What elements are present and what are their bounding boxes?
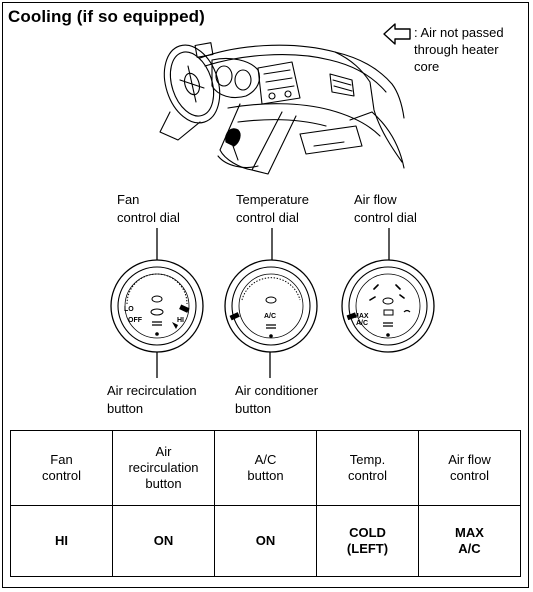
- fan-control-dial[interactable]: LO OFF HI: [110, 259, 204, 353]
- dashboard-illustration: LO OFF HI A/C MAX A/C: [110, 42, 435, 378]
- table-cell: COLD (LEFT): [316, 505, 419, 577]
- cell-line: Air: [155, 444, 172, 459]
- fan-dial-label: Fan control dial: [117, 191, 180, 227]
- table-cell: ON: [112, 505, 215, 577]
- table-header-row: Fan control Air recirculation button A/C…: [10, 430, 521, 506]
- cell-line: A/C: [458, 541, 481, 556]
- label-line: control dial: [117, 210, 180, 225]
- fan-hi-label: HI: [177, 317, 184, 324]
- outline-left-arrow-icon: [383, 23, 411, 45]
- label-line: button: [107, 401, 144, 416]
- legend-line: : Air not passed: [414, 25, 504, 40]
- table-cell: ON: [214, 505, 317, 577]
- cell-line: COLD: [349, 525, 386, 540]
- cell-line: A/C: [254, 452, 277, 467]
- cell-line: Air flow: [448, 452, 491, 467]
- cell-line: button: [247, 468, 284, 483]
- cell-line: MAX: [455, 525, 484, 540]
- cell-line: control: [347, 468, 388, 483]
- airflow-max-label: MAX: [353, 313, 369, 320]
- cell-line: control: [449, 468, 490, 483]
- legend-line: core: [414, 59, 440, 74]
- table-header-cell: Air recirculation button: [112, 430, 215, 506]
- cell-line: HI: [55, 533, 68, 548]
- label-line: control dial: [236, 210, 299, 225]
- table-header-cell: Fan control: [10, 430, 113, 506]
- section-heading: Cooling (if so equipped): [8, 7, 205, 26]
- cell-line: ON: [255, 533, 276, 548]
- temp-ac-label: A/C: [264, 313, 276, 320]
- legend-line: through heater: [414, 42, 499, 57]
- ac-button-label: Air conditioner button: [235, 382, 318, 418]
- fan-icon: [172, 322, 178, 329]
- recirc-button-label: Air recirculation button: [107, 382, 197, 418]
- cell-line: button: [145, 476, 182, 491]
- air-flow-control-dial[interactable]: MAX A/C: [341, 259, 435, 353]
- label-line: Air conditioner: [235, 383, 319, 398]
- cell-line: (LEFT): [346, 541, 389, 556]
- legend-text: : Air not passed through heater core: [414, 24, 529, 75]
- table-header-cell: A/C button: [214, 430, 317, 506]
- cell-line: ON: [153, 533, 174, 548]
- airflow-ac-label: A/C: [356, 320, 368, 327]
- table-cell: MAX A/C: [418, 505, 521, 577]
- page-frame: [2, 2, 529, 588]
- table-cell: HI: [10, 505, 113, 577]
- car-dashboard-drawing: [159, 42, 405, 175]
- table-header-cell: Temp. control: [316, 430, 419, 506]
- label-line: Air recirculation: [107, 383, 197, 398]
- fan-lo-label: LO: [124, 306, 134, 313]
- cell-line: Fan: [50, 452, 73, 467]
- table-header-cell: Air flow control: [418, 430, 521, 506]
- label-line: button: [235, 401, 272, 416]
- air-conditioner-button[interactable]: [266, 324, 276, 338]
- fan-off-label: OFF: [128, 317, 143, 324]
- settings-table: Fan control Air recirculation button A/C…: [10, 430, 521, 577]
- cell-line: control: [41, 468, 82, 483]
- cell-line: recirculation: [128, 460, 199, 475]
- temp-dial-label: Temperature control dial: [236, 191, 309, 227]
- label-line: Fan: [117, 192, 140, 207]
- label-line: Temperature: [236, 192, 309, 207]
- airflow-dial-label: Air flow control dial: [354, 191, 417, 227]
- air-recirculation-button[interactable]: [150, 308, 164, 336]
- label-line: Air flow: [354, 192, 397, 207]
- label-line: control dial: [354, 210, 417, 225]
- cell-line: Temp.: [349, 452, 386, 467]
- table-row: HI ON ON COLD (LEFT) MAX A/C: [10, 505, 521, 577]
- temperature-control-dial[interactable]: A/C: [224, 259, 318, 353]
